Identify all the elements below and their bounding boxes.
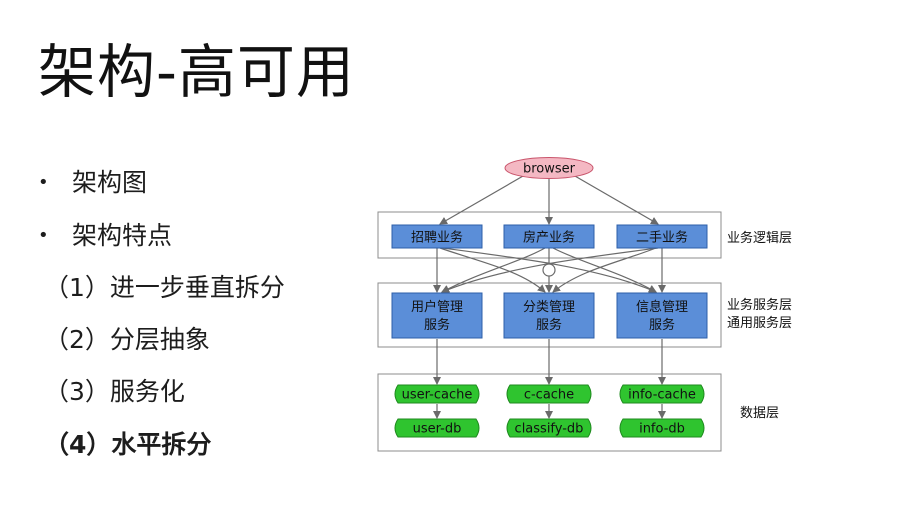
- business-box-realestate: 房产业务: [503, 224, 595, 249]
- step-3: （3）服务化: [44, 377, 185, 406]
- service-box-label-line1: 分类管理: [523, 300, 575, 315]
- business-box-secondhand: 二手业务: [616, 224, 708, 249]
- service-box-label-line1: 用户管理: [411, 299, 463, 315]
- cache-label: info-cache: [628, 388, 696, 403]
- service-box-classify: 分类管理 服务: [503, 292, 595, 339]
- browser-label: browser: [523, 162, 576, 177]
- cache-label: c-cache: [524, 388, 574, 403]
- layer-label-service-1: 业务服务层: [727, 297, 792, 313]
- cache-label: user-cache: [402, 388, 473, 403]
- layer-label-business: 业务逻辑层: [727, 230, 792, 246]
- cache-cylinder-user: user-cache: [394, 384, 480, 404]
- db-label: user-db: [413, 422, 462, 437]
- business-box-recruit: 招聘业务: [391, 224, 483, 249]
- business-box-label: 房产业务: [523, 230, 575, 246]
- step-2: （2）分层抽象: [44, 325, 210, 354]
- db-label: classify-db: [515, 422, 584, 437]
- business-box-label: 二手业务: [636, 230, 688, 246]
- bullet-architecture-diagram: • 架构图: [38, 167, 147, 199]
- bullet-dot: •: [38, 225, 49, 246]
- cache-cylinder-classify: c-cache: [506, 384, 592, 404]
- service-box-label-line1: 信息管理: [636, 299, 688, 315]
- browser-node: browser: [504, 157, 594, 179]
- step-1: （1）进一步垂直拆分: [44, 273, 285, 302]
- db-label: info-db: [639, 422, 685, 437]
- service-box-label-line2: 服务: [536, 317, 562, 333]
- service-box-user: 用户管理 服务: [391, 292, 483, 339]
- layer-label-data: 数据层: [740, 406, 779, 421]
- service-box-label-line2: 服务: [649, 317, 675, 333]
- step-4: （4）水平拆分: [44, 430, 212, 459]
- layer-label-service-2: 通用服务层: [727, 315, 792, 331]
- cache-cylinder-info: info-cache: [619, 384, 705, 404]
- bullet-text: 架构图: [72, 168, 148, 197]
- browser-to-business-arrows: [439, 171, 659, 225]
- slide-title: 架构-高可用: [38, 38, 355, 106]
- service-box-label-line2: 服务: [424, 317, 450, 333]
- db-cylinder-classify: classify-db: [506, 418, 592, 438]
- db-cylinder-user: user-db: [394, 418, 480, 438]
- service-box-info: 信息管理 服务: [616, 292, 708, 339]
- bullet-text: 架构特点: [72, 221, 173, 250]
- bullet-architecture-features: • 架构特点: [38, 220, 172, 252]
- business-box-label: 招聘业务: [411, 230, 463, 246]
- db-cylinder-info: info-db: [619, 418, 705, 438]
- bullet-dot: •: [38, 172, 49, 193]
- business-to-service-arrows: [433, 247, 666, 294]
- service-to-data-arrows: [433, 339, 666, 419]
